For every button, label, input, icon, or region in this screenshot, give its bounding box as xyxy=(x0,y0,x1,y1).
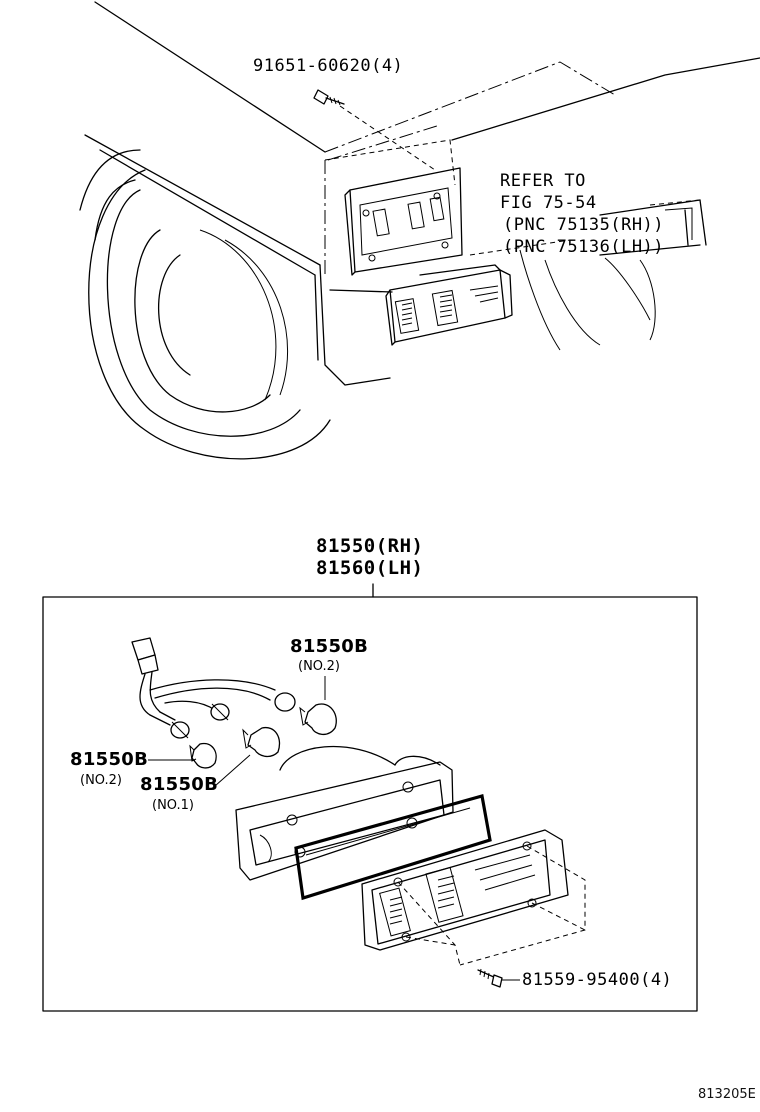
wire-harness xyxy=(131,637,296,739)
screw-part-number: 81559-95400(4) xyxy=(522,970,673,990)
bulb-left-part-number: 81550B xyxy=(70,749,149,770)
figure-number: 813205E xyxy=(698,1087,756,1102)
bulb-mid-part-number: 81550B xyxy=(140,774,219,795)
pnc-lh-label: (PNC 75136(LH)) xyxy=(503,237,665,257)
bulbs xyxy=(189,703,337,769)
exploded-view xyxy=(42,583,698,1012)
bulb-mid-note: (NO.1) xyxy=(152,798,194,813)
vehicle-rear-view xyxy=(79,1,760,460)
pnc-rh-label: (PNC 75135(RH)) xyxy=(503,215,665,235)
assembly-title-rh: 81550(RH) xyxy=(316,535,424,557)
assembly-title-lh: 81560(LH) xyxy=(316,557,424,579)
bulb-top-part-number: 81550B xyxy=(290,636,369,657)
screw-81559 xyxy=(477,968,520,988)
bulb-left-note: (NO.2) xyxy=(80,773,122,788)
assembly-frame xyxy=(42,596,698,1012)
bolt-91651 xyxy=(313,89,345,106)
tail-light-installed xyxy=(385,264,513,346)
bolt-part-number: 91651-60620(4) xyxy=(253,56,404,76)
figure-reference-label: FIG 75-54 xyxy=(500,193,597,213)
gasket xyxy=(294,793,492,901)
license-plate-bracket xyxy=(344,167,463,276)
refer-to-label: REFER TO xyxy=(500,171,586,191)
bulb-top-note: (NO.2) xyxy=(298,659,340,674)
lamp-lens xyxy=(361,829,569,951)
